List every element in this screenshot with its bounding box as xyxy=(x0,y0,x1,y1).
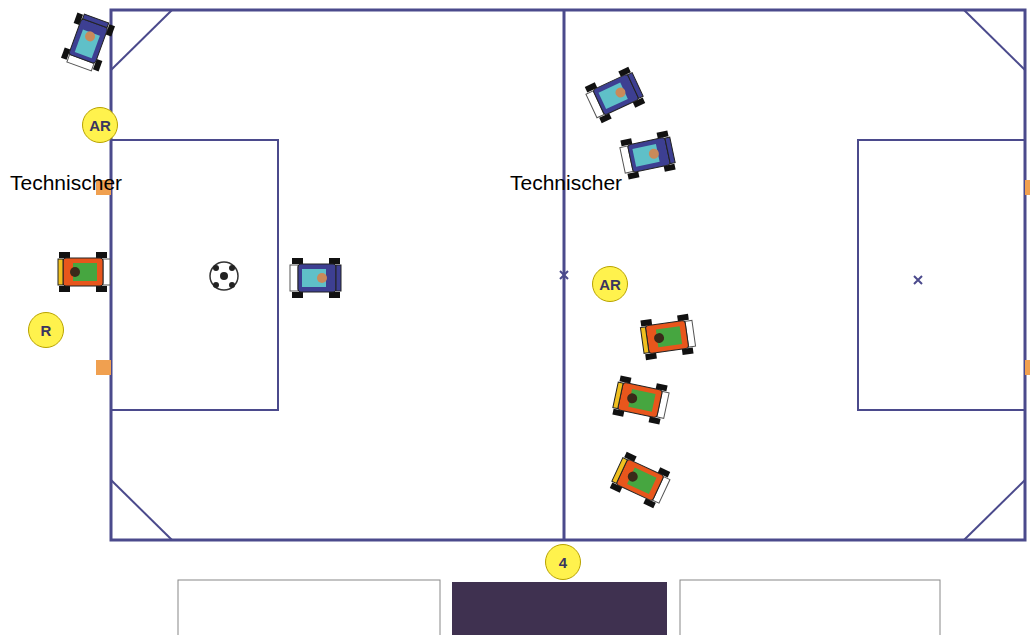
annotation-label: Technischer xyxy=(510,172,622,193)
annotation-label: Technischer xyxy=(10,172,122,193)
referee-circle: 4 xyxy=(545,544,581,580)
referee-label: 4 xyxy=(559,555,567,570)
referee-label: R xyxy=(41,323,52,338)
referee-label: AR xyxy=(89,118,111,133)
referee-label: AR xyxy=(599,277,621,292)
referee-circle: R xyxy=(28,312,64,348)
referee-circle: AR xyxy=(592,266,628,302)
referee-circle: AR xyxy=(82,107,118,143)
ball xyxy=(210,262,238,290)
